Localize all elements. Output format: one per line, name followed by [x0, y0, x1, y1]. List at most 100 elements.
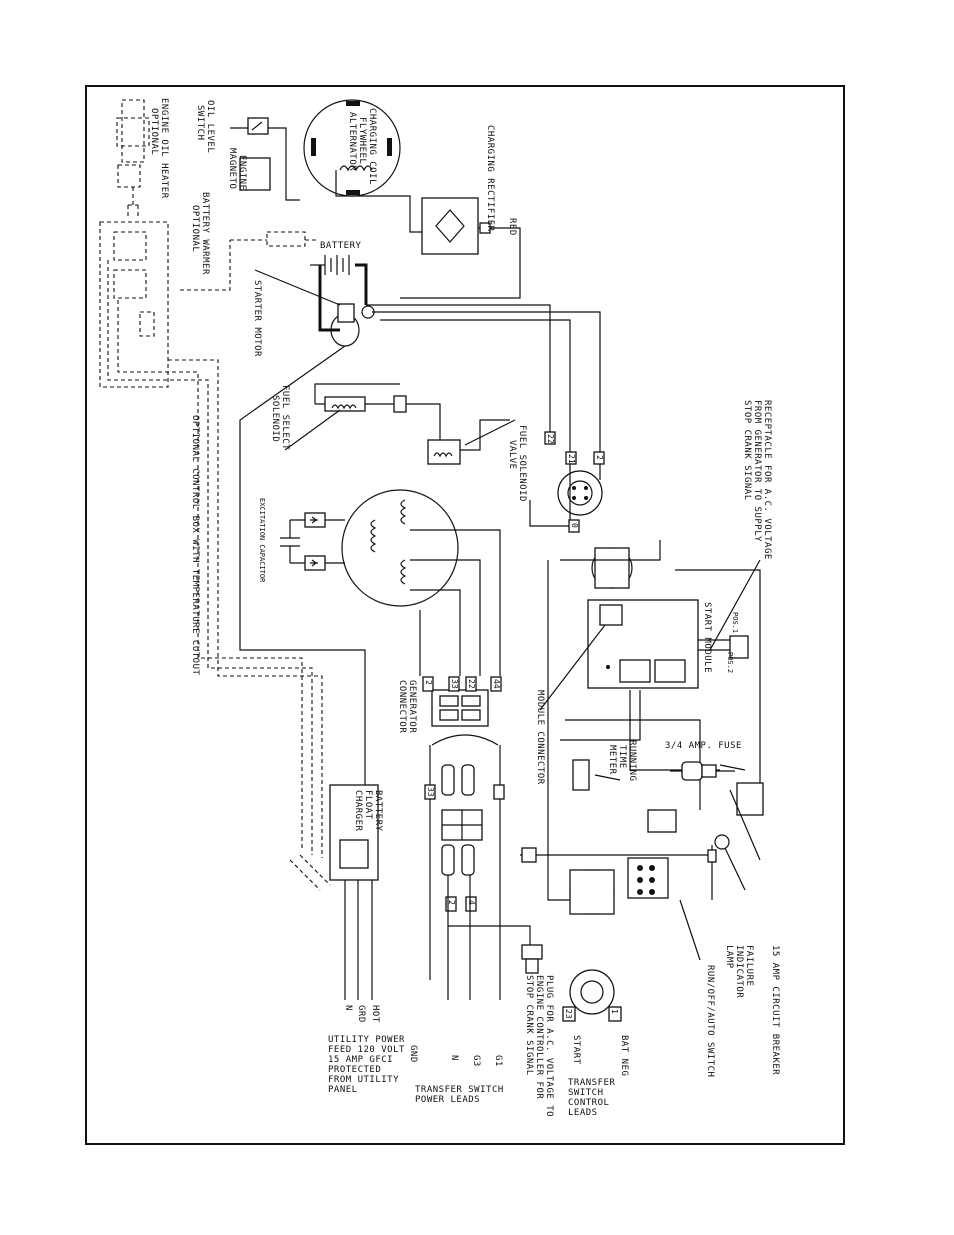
- label-g3: G3: [471, 1055, 481, 1067]
- gfci-plug: [289, 854, 331, 891]
- label-failure-3: LAMP: [724, 945, 734, 969]
- fuel-solenoid-valve: [427, 419, 510, 465]
- label-g1: G1: [493, 1055, 503, 1067]
- label-start: START: [571, 1035, 581, 1065]
- pilot-plug: [521, 847, 537, 863]
- excitation-capacitor: [280, 512, 345, 571]
- terminal-0: 0: [570, 523, 579, 528]
- label-run-switch: RUN/OFF/AUTO SWITCH: [705, 965, 715, 1077]
- terminal-22: 22: [546, 434, 555, 444]
- circuit-breaker: [736, 782, 764, 816]
- terminal-4: 4: [467, 900, 476, 905]
- label-start-module: START MODULE: [702, 602, 712, 673]
- terminal-2c: 2: [447, 900, 456, 905]
- engine-magneto: [239, 157, 271, 191]
- label-charging-coil-3: ALTERNATOR: [347, 112, 357, 171]
- label-gnd: GND: [408, 1045, 418, 1063]
- generator-connector: [422, 676, 502, 727]
- label-charging-coil-1: CHARGING COIL: [367, 108, 377, 185]
- start-module: [587, 599, 749, 689]
- diagram-frame: [85, 85, 845, 1145]
- control-connector: [569, 869, 615, 915]
- label-plug-1: PLUG FOR A.C. VOLTAGE TO: [544, 975, 554, 1117]
- label-oil-level-1: OIL LEVEL: [205, 100, 215, 153]
- label-utility-2: FEED 120 VOLT: [328, 1045, 405, 1055]
- label-hot: HOT: [370, 1005, 380, 1023]
- label-circuit-breaker: 15 AMP CIRCUIT BREAKER: [770, 945, 780, 1075]
- label-excitation-capacitor: EXCITATION CAPACITOR: [258, 498, 266, 583]
- label-generator-connector-2: CONNECTOR: [397, 680, 407, 733]
- running-time-meter: [572, 759, 590, 791]
- label-utility-6: PANEL: [328, 1085, 358, 1095]
- battery-float-charger: [329, 784, 379, 1000]
- label-engine-magneto-2: MAGNETO: [227, 148, 237, 189]
- engine-oil-heater: [116, 99, 150, 218]
- label-fuse: 3/4 AMP. FUSE: [665, 741, 742, 751]
- optional-control-box: [99, 221, 323, 858]
- label-failure-1: FAILURE: [744, 945, 754, 986]
- label-transfer-control-1: TRANSFER: [568, 1078, 615, 1088]
- label-fuel-select-1: FUEL SELECT: [280, 385, 290, 450]
- label-battery-float-1: BATTERY: [373, 790, 383, 832]
- label-engine-oil-heater: ENGINE OIL HEATER: [159, 98, 169, 199]
- oil-level-switch: [230, 117, 300, 201]
- label-transfer-power-1: TRANSFER SWITCH: [415, 1085, 504, 1095]
- label-bat-neg: BAT NEG: [619, 1035, 629, 1076]
- label-fuel-solenoid-1: FUEL SOLENOID: [517, 425, 527, 502]
- label-transfer-control-4: LEADS: [568, 1108, 598, 1118]
- label-optional-control: OPTIONAL CONTROL BOX WITH TEMPERATURE CU…: [190, 415, 200, 675]
- label-engine-magneto-1: ENGINE: [237, 155, 247, 191]
- label-utility-5: FROM UTILITY: [328, 1075, 399, 1085]
- label-optional-1: OPTIONAL: [149, 108, 159, 155]
- battery: [310, 255, 368, 332]
- label-battery-float-3: CHARGER: [353, 790, 363, 832]
- terminal-33b: 33: [426, 787, 435, 797]
- terminal-21: 21: [567, 454, 576, 464]
- label-transfer-control-2: SWITCH: [568, 1088, 604, 1098]
- label-pos1: POS.1: [731, 612, 739, 633]
- label-utility-1: UTILITY POWER: [328, 1035, 405, 1045]
- label-charging-coil-2: FLYWHEEL: [357, 117, 367, 164]
- module-connector: [591, 547, 633, 589]
- failure-lamp: [714, 834, 730, 850]
- label-failure-2: INDICATOR: [734, 945, 744, 998]
- ac-receptacle: [529, 431, 605, 533]
- flywheel-alternator: [303, 99, 401, 197]
- terminal-2b: 2: [424, 680, 433, 685]
- ac-plug: [521, 944, 543, 974]
- fuse: [670, 761, 735, 781]
- label-oil-level-2: SWITCH: [195, 105, 205, 141]
- label-grd: GRD: [356, 1005, 366, 1023]
- charging-rectifier: [400, 195, 521, 299]
- label-fuel-select-2: SOLENOID: [270, 395, 280, 442]
- label-receptacle-1: RECEPTACLE FOR A.C. VOLTAGE: [762, 400, 772, 560]
- label-generator-connector-1: GENERATOR: [407, 680, 417, 733]
- label-charging-rectifier: CHARGING RECTIFIER: [485, 125, 495, 232]
- transfer-control-connector: [562, 969, 622, 1022]
- label-starter-motor: STARTER MOTOR: [252, 280, 262, 357]
- label-utility-3: 15 AMP GFCI: [328, 1055, 393, 1065]
- generator-stator: [341, 489, 501, 676]
- label-pos2: POS.2: [726, 652, 734, 673]
- label-fuel-solenoid-2: VALVE: [507, 440, 517, 470]
- label-plug-2: ENGINE CONTROLLER FOR: [534, 975, 544, 1099]
- terminal-2a: 2: [595, 455, 604, 460]
- label-n-1: N: [343, 1005, 353, 1011]
- label-red: RED: [507, 218, 517, 236]
- terminal-23: 23: [564, 1009, 573, 1019]
- label-n-2: N: [449, 1055, 459, 1061]
- label-transfer-control-3: CONTROL: [568, 1098, 609, 1108]
- terminal-1: 1: [610, 1009, 619, 1014]
- label-battery: BATTERY: [320, 241, 362, 251]
- terminal-44: 44: [492, 679, 501, 689]
- run-off-auto-switch: [627, 809, 677, 899]
- label-receptacle-3: STOP CRANK SIGNAL: [742, 400, 752, 501]
- starter-motor: [330, 303, 375, 347]
- label-running-time-2: TIME: [617, 745, 627, 769]
- label-battery-float-2: FLOAT: [363, 790, 373, 820]
- label-plug-3: STOP CRANK SIGNAL: [524, 975, 534, 1076]
- label-running-time-1: RUNNING: [627, 740, 637, 781]
- fuel-select-solenoid: [314, 383, 441, 440]
- label-battery-warmer: BATTERY WARMER: [200, 192, 210, 275]
